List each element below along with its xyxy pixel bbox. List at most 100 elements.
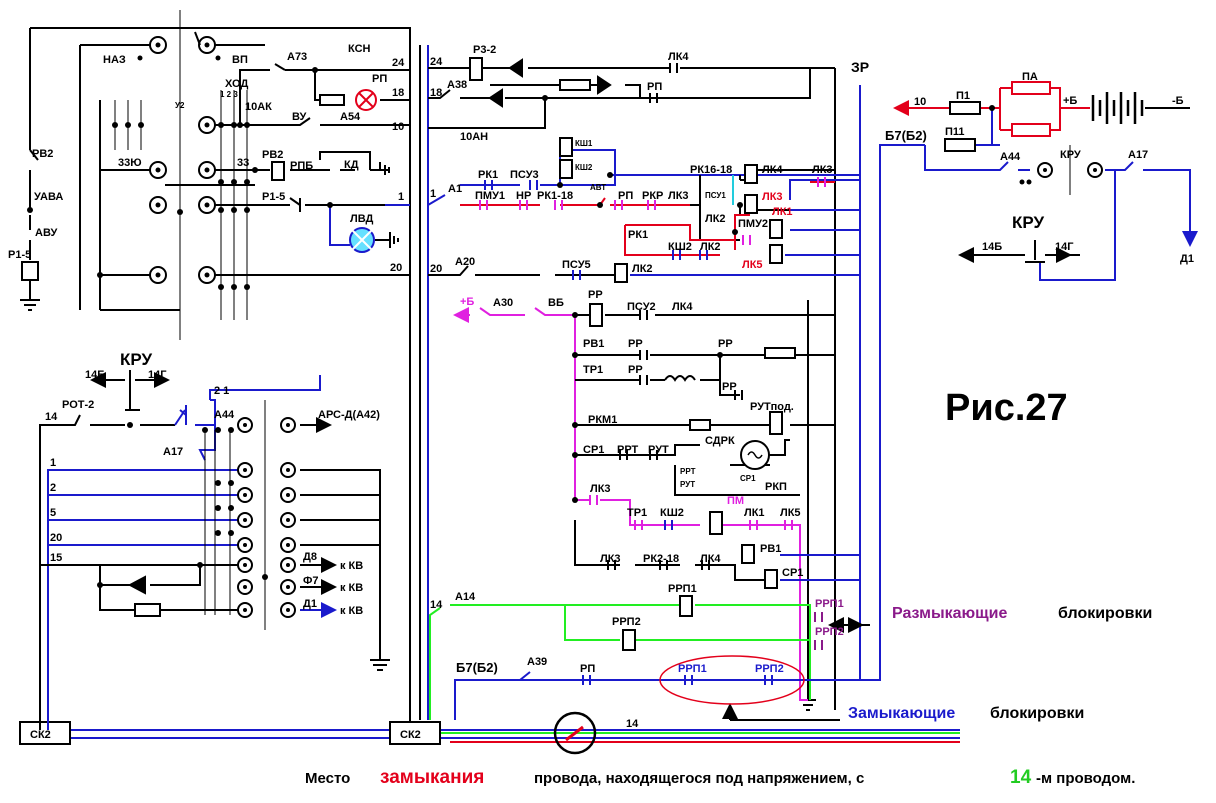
mid-lk4-label: ЛК4 (672, 301, 693, 313)
left-panel-wiring (39, 370, 390, 730)
caption-part2: замыкания (380, 767, 484, 788)
bottom-rrp1-label: РРП1 (668, 583, 697, 595)
left-panel-w2-label: 2 (50, 482, 56, 494)
caption-part1: Место (305, 770, 350, 787)
mid-rut-label: РУТ (648, 444, 669, 456)
mid-sr1b-label: СР1 (782, 567, 803, 579)
mid-lk4b-label: ЛК4 (700, 553, 721, 565)
top-left-ak10-label: 10АК (245, 101, 272, 113)
diode-left (127, 575, 146, 595)
left-panel-d1-label: Д1 (303, 598, 317, 610)
top-left-labels: НАЗ ВП А73 КСН РП 24 18 10 ХОД 1 2 3 10А… (8, 43, 405, 274)
top-mid-ksh1-label: КШ1 (575, 139, 593, 148)
coil-lk2 (614, 263, 628, 283)
resistor-rr (764, 347, 796, 359)
top-mid-psu5-label: ПСУ5 (562, 259, 591, 271)
left-panel-components (97, 405, 296, 618)
short-circuit-marker (553, 711, 597, 755)
top-mid-lk4b-label: ЛК4 (762, 164, 783, 176)
top-mid-w1-label: 1 (430, 188, 436, 200)
mid-rr3-label: РР (718, 338, 733, 350)
mid-lk3-label: ЛК3 (590, 483, 611, 495)
right-top-a44-label: А44 (1000, 151, 1021, 163)
top-left-rp-label: РП (372, 73, 387, 85)
mid-plusb-label: +Б (460, 296, 474, 308)
top-left-w33yu-label: 33Ю (118, 157, 142, 169)
connector-sk2-left (19, 721, 71, 745)
fuse-pa-1 (1011, 81, 1051, 95)
legend-break: Размыкающие блокировки (892, 605, 1152, 622)
coil-rrp2 (622, 629, 636, 651)
coil-lk3 (744, 194, 758, 214)
mid-rut-s-label: РУТ (680, 480, 695, 489)
bottom-sk2b-label: СК2 (400, 729, 421, 741)
mid-tr1-label: ТР1 (583, 364, 603, 376)
bottom-w14b-label: 14 (626, 718, 639, 730)
right-top-k14b-label: 14Б (982, 241, 1002, 253)
coil-ksh2 (559, 159, 573, 179)
right-top-kru-label: КРУ (1060, 149, 1081, 161)
top-left-r15-left-label: Р1-5 (8, 249, 31, 261)
fuse-p1 (949, 101, 981, 115)
caption-part5: -м проводом. (1036, 770, 1135, 787)
resistor-rp (319, 94, 345, 106)
top-left-w1-label: 1 (398, 191, 404, 203)
coil-lk1 (769, 219, 783, 239)
coil-r32 (469, 57, 483, 81)
top-left-ksn-label: КСН (348, 43, 371, 55)
mid-rk218-label: РК2-18 (643, 553, 679, 565)
top-left-w10-label: 10 (392, 121, 404, 133)
top-mid-lk1r-label: ЛК1 (772, 206, 793, 218)
left-panel-a44-nums-label: 2 1 (214, 385, 229, 397)
left-panel-labels: КРУ 14Б 14Г РОТ-2 14 2 1 А44 А17 АРС-Д(А… (45, 350, 380, 617)
diode-1 (508, 58, 523, 78)
top-left-u2-label: У2 (175, 101, 185, 110)
top-mid-rk1b-label: РК1 (628, 229, 648, 241)
top-mid-lk4-label: ЛК4 (668, 51, 689, 63)
caption: Место замыкания провода, находящегося по… (305, 767, 1135, 788)
top-mid-rp2-label: РП (618, 190, 633, 202)
bottom-rrp1c-label: РРП1 (678, 663, 707, 675)
top-mid-lk3b-label: ЛК3 (812, 164, 833, 176)
top-left-naz-label: НАЗ (103, 54, 126, 66)
top-left-w18-label: 18 (392, 87, 404, 99)
top-mid-ksh2b-label: КШ2 (668, 241, 692, 253)
coil-pm (709, 511, 723, 535)
mid-vb-label: ВБ (548, 297, 564, 309)
mid-rr2-label: РР (628, 338, 643, 350)
top-left-hod-label: ХОД (225, 78, 248, 90)
right-top-p11-label: П11 (945, 126, 965, 138)
top-mid-lk2-label: ЛК2 (705, 213, 726, 225)
fuse-p11 (944, 138, 976, 152)
mid-rv1-label: РВ1 (583, 338, 604, 350)
top-left-kd-label: КД (344, 159, 359, 171)
diode-2 (597, 75, 612, 95)
top-left-rv2b-label: РВ2 (262, 149, 283, 161)
top-left-wiring (20, 10, 411, 730)
top-mid-pmu1-label: ПМУ1 (475, 190, 505, 202)
mid-sdrk-label: СДРК (705, 435, 735, 447)
left-panel-w15-label: 15 (50, 552, 62, 564)
left-panel-w14-label: 14 (45, 411, 58, 423)
resistor-left (134, 603, 161, 617)
left-panel-kkv2-label: к КВ (340, 582, 363, 594)
top-mid-w18-label: 18 (430, 87, 442, 99)
right-top-p1-label: П1 (956, 90, 970, 102)
top-mid-a1-label: А1 (448, 183, 462, 195)
mid-rrt-label: РРТ (617, 444, 639, 456)
diode-3 (488, 88, 503, 108)
mid-a30-label: А30 (493, 297, 513, 309)
bottom-a14-label: А14 (455, 591, 476, 603)
top-mid-ksh2-label: КШ2 (575, 163, 593, 172)
right-top-b7b2-label: Б7(Б2) (885, 128, 927, 143)
mid-sr1-label: СР1 (583, 444, 604, 456)
top-left-rv2-left-label: РВ2 (32, 148, 53, 160)
right-top-kru2-label: КРУ (1012, 213, 1044, 232)
mid-rkm1-label: РКМ1 (588, 414, 617, 426)
bottom-a39-label: А39 (527, 656, 547, 668)
top-left-lvd-label: ЛВД (350, 213, 374, 225)
bottom-rrp2-label: РРП2 (612, 616, 641, 628)
top-mid-components (469, 57, 826, 283)
